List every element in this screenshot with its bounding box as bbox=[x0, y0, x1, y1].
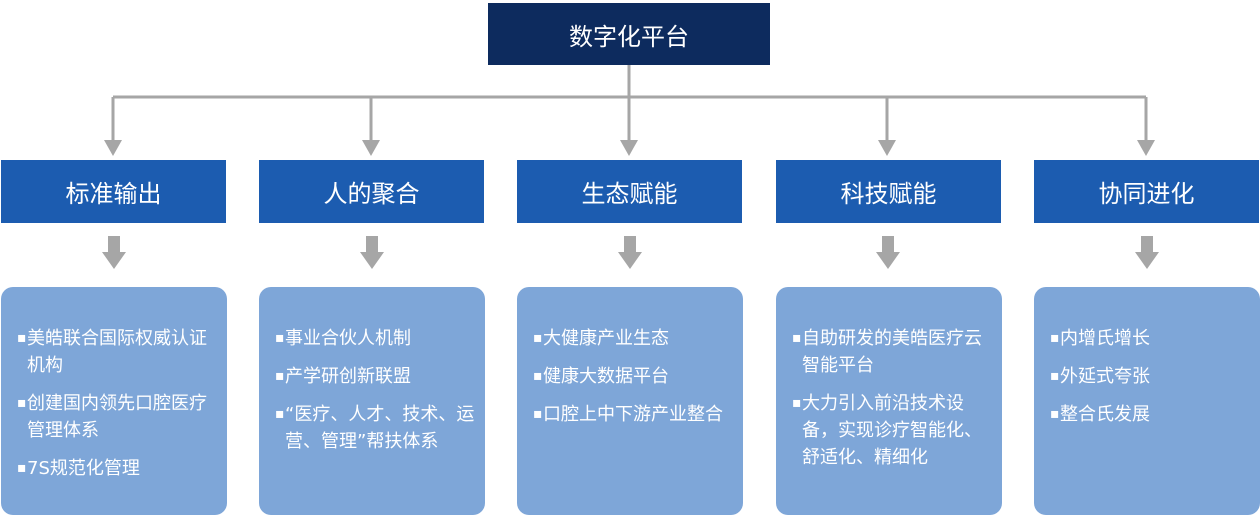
branch-arrow bbox=[878, 97, 896, 156]
down-arrow-icon bbox=[102, 236, 126, 269]
list-item-text: 外延式夸张 bbox=[1060, 366, 1150, 387]
branch-node-people-aggregation: 人的聚合 bbox=[259, 160, 484, 223]
list-item: ▪7S规范化管理 bbox=[17, 455, 219, 482]
down-arrow-icon bbox=[618, 236, 642, 269]
down-arrow-icon bbox=[876, 236, 900, 269]
detail-list: ▪自助研发的美皓医疗云智能平台 ▪大力引入前沿技术设备，实现诊疗智能化、舒适化、… bbox=[792, 325, 994, 471]
list-item: ▪口腔上中下游产业整合 bbox=[533, 401, 735, 428]
branch-node-standard-output: 标准输出 bbox=[1, 160, 226, 223]
bullet-icon: ▪ bbox=[275, 368, 285, 384]
list-item: ▪美皓联合国际权威认证机构 bbox=[17, 325, 219, 379]
list-item-text: 大力引入前沿技术设备，实现诊疗智能化、舒适化、精细化 bbox=[802, 393, 982, 468]
detail-card-tech-empowerment: ▪自助研发的美皓医疗云智能平台 ▪大力引入前沿技术设备，实现诊疗智能化、舒适化、… bbox=[776, 287, 1002, 515]
bullet-icon: ▪ bbox=[17, 395, 27, 411]
bullet-icon: ▪ bbox=[17, 330, 27, 346]
branch-arrow bbox=[620, 97, 638, 156]
bullet-icon: ▪ bbox=[533, 330, 543, 346]
list-item-text: 7S规范化管理 bbox=[27, 458, 140, 479]
list-item-text: 事业合伙人机制 bbox=[285, 328, 411, 349]
bullet-icon: ▪ bbox=[1050, 406, 1060, 422]
list-item-text: 创建国内领先口腔医疗管理体系 bbox=[27, 393, 207, 441]
bullet-icon: ▪ bbox=[275, 330, 285, 346]
list-item: ▪外延式夸张 bbox=[1050, 363, 1252, 390]
detail-card-ecosystem-empowerment: ▪大健康产业生态 ▪健康大数据平台 ▪口腔上中下游产业整合 bbox=[517, 287, 743, 515]
list-item-text: 内增氏增长 bbox=[1060, 328, 1150, 349]
branch-label: 协同进化 bbox=[1098, 180, 1195, 208]
bullet-icon: ▪ bbox=[1050, 368, 1060, 384]
detail-list: ▪内增氏增长 ▪外延式夸张 ▪整合氏发展 bbox=[1050, 325, 1252, 428]
branch-label: 人的聚合 bbox=[323, 180, 420, 208]
branch-label: 标准输出 bbox=[65, 180, 162, 208]
list-item: ▪创建国内领先口腔医疗管理体系 bbox=[17, 390, 219, 444]
branch-label: 生态赋能 bbox=[581, 180, 678, 208]
list-item-text: 产学研创新联盟 bbox=[285, 366, 411, 387]
detail-list: ▪事业合伙人机制 ▪产学研创新联盟 ▪“医疗、人才、技术、运 营、管理”帮扶体系 bbox=[275, 325, 477, 455]
list-item: ▪产学研创新联盟 bbox=[275, 363, 477, 390]
list-item: ▪事业合伙人机制 bbox=[275, 325, 477, 352]
bullet-icon: ▪ bbox=[792, 395, 802, 411]
root-label: 数字化平台 bbox=[569, 22, 689, 51]
branch-node-tech-empowerment: 科技赋能 bbox=[776, 160, 1001, 223]
bullet-icon: ▪ bbox=[533, 368, 543, 384]
down-arrow-icon bbox=[1135, 236, 1159, 269]
list-item: ▪大力引入前沿技术设备，实现诊疗智能化、舒适化、精细化 bbox=[792, 390, 994, 471]
branch-node-co-evolution: 协同进化 bbox=[1034, 160, 1259, 223]
branch-arrow bbox=[104, 97, 122, 156]
list-item-text: 整合氏发展 bbox=[1060, 404, 1150, 425]
branch-node-ecosystem-empowerment: 生态赋能 bbox=[517, 160, 742, 223]
bullet-icon: ▪ bbox=[1050, 330, 1060, 346]
branch-arrow bbox=[362, 97, 380, 156]
list-item: ▪整合氏发展 bbox=[1050, 401, 1252, 428]
detail-card-standard-output: ▪美皓联合国际权威认证机构 ▪创建国内领先口腔医疗管理体系 ▪7S规范化管理 bbox=[1, 287, 227, 515]
list-item-text: 大健康产业生态 bbox=[543, 328, 669, 349]
list-item-text: 自助研发的美皓医疗云智能平台 bbox=[802, 328, 982, 376]
list-item-text: 健康大数据平台 bbox=[543, 366, 669, 387]
detail-list: ▪大健康产业生态 ▪健康大数据平台 ▪口腔上中下游产业整合 bbox=[533, 325, 735, 428]
root-node: 数字化平台 bbox=[488, 3, 770, 65]
bullet-icon: ▪ bbox=[275, 406, 285, 422]
detail-card-people-aggregation: ▪事业合伙人机制 ▪产学研创新联盟 ▪“医疗、人才、技术、运 营、管理”帮扶体系 bbox=[259, 287, 485, 515]
bullet-icon: ▪ bbox=[17, 460, 27, 476]
list-item: ▪“医疗、人才、技术、运 营、管理”帮扶体系 bbox=[275, 401, 477, 455]
list-item: ▪内增氏增长 bbox=[1050, 325, 1252, 352]
list-item-text: 口腔上中下游产业整合 bbox=[543, 404, 723, 425]
list-item-text: “医疗、人才、技术、运 营、管理”帮扶体系 bbox=[285, 404, 475, 452]
list-item: ▪健康大数据平台 bbox=[533, 363, 735, 390]
branch-arrow bbox=[1137, 97, 1155, 156]
list-item: ▪自助研发的美皓医疗云智能平台 bbox=[792, 325, 994, 379]
list-item: ▪大健康产业生态 bbox=[533, 325, 735, 352]
branch-label: 科技赋能 bbox=[840, 180, 937, 208]
down-arrow-icon bbox=[360, 236, 384, 269]
list-item-text: 美皓联合国际权威认证机构 bbox=[27, 328, 207, 376]
bullet-icon: ▪ bbox=[533, 406, 543, 422]
bullet-icon: ▪ bbox=[792, 330, 802, 346]
detail-list: ▪美皓联合国际权威认证机构 ▪创建国内领先口腔医疗管理体系 ▪7S规范化管理 bbox=[17, 325, 219, 482]
detail-card-co-evolution: ▪内增氏增长 ▪外延式夸张 ▪整合氏发展 bbox=[1034, 287, 1260, 515]
